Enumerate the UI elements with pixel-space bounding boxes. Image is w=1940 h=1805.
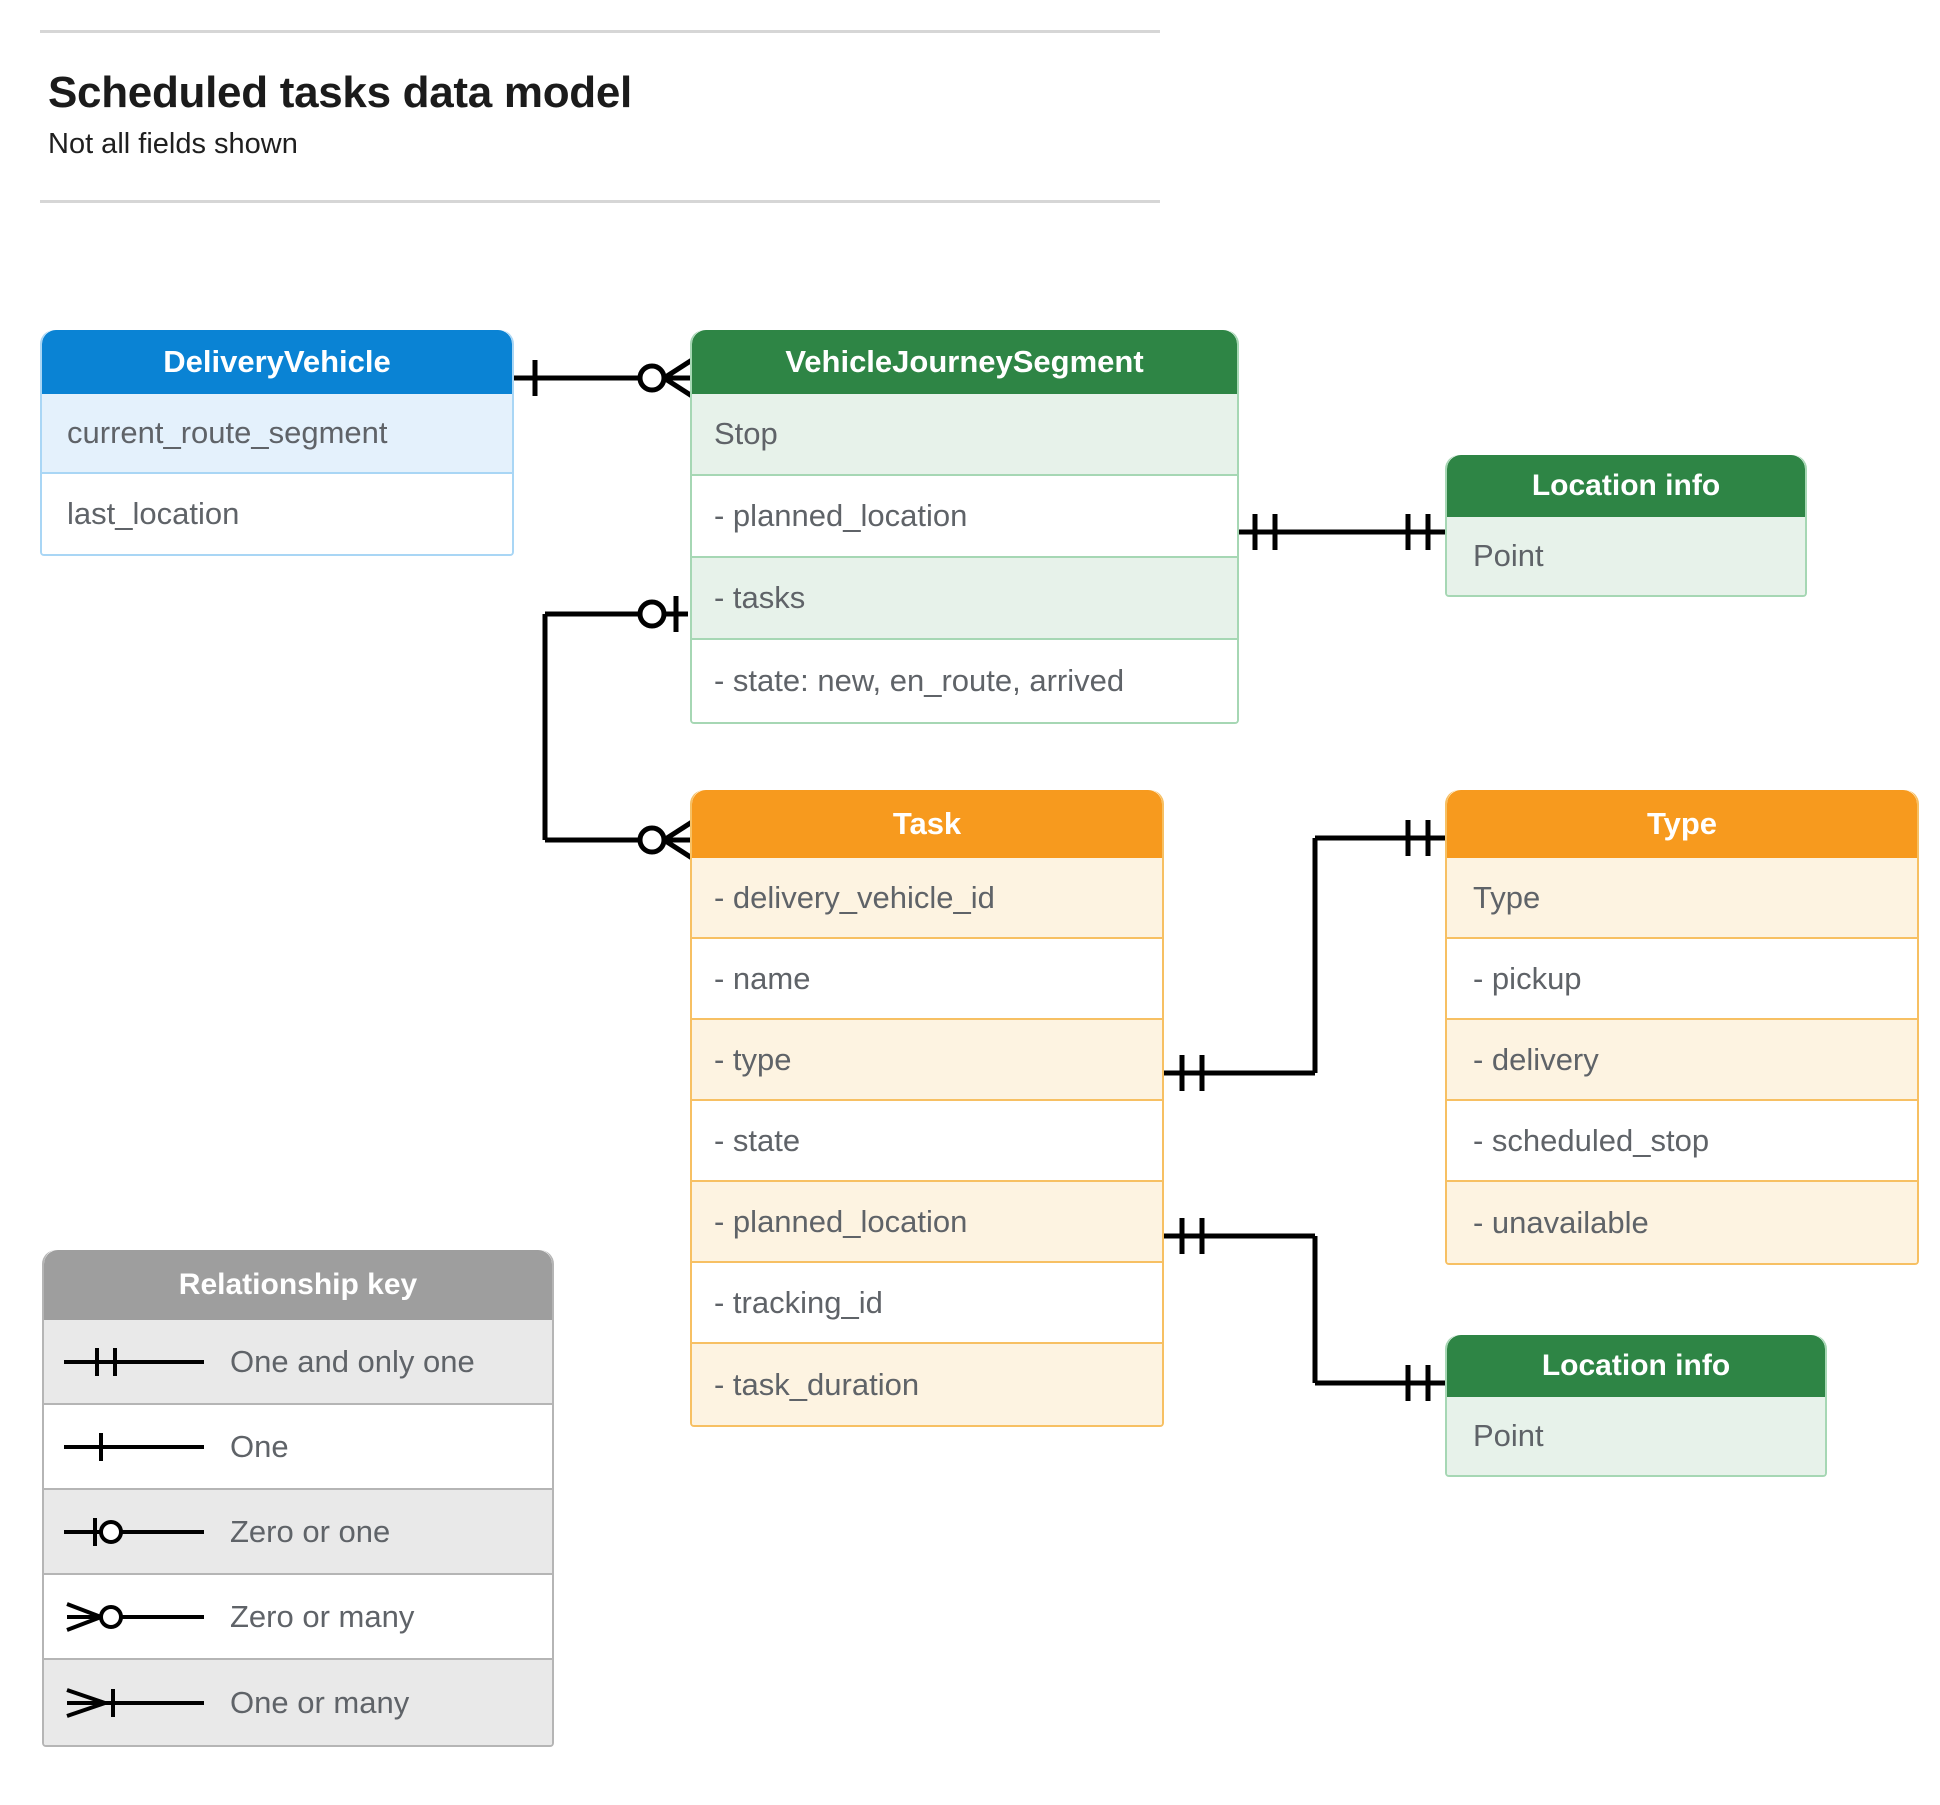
field-row: Type — [1447, 858, 1917, 939]
page-subtitle: Not all fields shown — [48, 128, 298, 160]
legend-item-zero-or-one: Zero or one — [44, 1490, 552, 1575]
entity-vehicle-journey-segment[interactable]: VehicleJourneySegment Stop - planned_loc… — [690, 330, 1239, 724]
field-row: Point — [1447, 517, 1805, 595]
entity-title-location-info-bottom: Location info — [1447, 1335, 1825, 1397]
entity-task[interactable]: Task - delivery_vehicle_id - name - type… — [690, 790, 1164, 1427]
legend-item-label: Zero or many — [230, 1598, 415, 1634]
field-row: - planned_location — [692, 476, 1237, 558]
legend-item-one-and-only-one: One and only one — [44, 1320, 552, 1405]
entity-title-vehicle-journey-segment: VehicleJourneySegment — [692, 330, 1237, 394]
entity-location-info-bottom[interactable]: Location info Point — [1445, 1335, 1827, 1477]
legend-item-label: One — [230, 1428, 289, 1464]
field-row: - task_duration — [692, 1344, 1162, 1425]
one-or-many-icon — [44, 1683, 224, 1723]
entity-title-delivery-vehicle: DeliveryVehicle — [42, 330, 512, 394]
page-title: Scheduled tasks data model — [48, 68, 632, 117]
field-row: last_location — [42, 474, 512, 554]
entity-location-info-top[interactable]: Location info Point — [1445, 455, 1807, 597]
field-row: Stop — [692, 394, 1237, 476]
field-row: - planned_location — [692, 1182, 1162, 1263]
field-row: - state — [692, 1101, 1162, 1182]
zero-or-one-icon — [44, 1512, 224, 1552]
entity-delivery-vehicle[interactable]: DeliveryVehicle current_route_segment la… — [40, 330, 514, 556]
field-row: - delivery — [1447, 1020, 1917, 1101]
zero-or-many-icon — [44, 1597, 224, 1637]
field-row: - type — [692, 1020, 1162, 1101]
field-row: - tasks — [692, 558, 1237, 640]
field-row: - unavailable — [1447, 1182, 1917, 1263]
legend-title: Relationship key — [44, 1250, 552, 1320]
one-and-only-one-icon — [44, 1342, 224, 1382]
field-row: - pickup — [1447, 939, 1917, 1020]
legend-item-zero-or-many: Zero or many — [44, 1575, 552, 1660]
field-row: - state: new, en_route, arrived — [692, 640, 1237, 722]
entity-title-type: Type — [1447, 790, 1917, 858]
field-row: - tracking_id — [692, 1263, 1162, 1344]
entity-title-task: Task — [692, 790, 1162, 858]
field-row: Point — [1447, 1397, 1825, 1475]
relationship-key-legend[interactable]: Relationship key One and only one One — [42, 1250, 554, 1747]
field-row: - delivery_vehicle_id — [692, 858, 1162, 939]
entity-title-location-info-top: Location info — [1447, 455, 1805, 517]
legend-item-label: One and only one — [230, 1343, 475, 1379]
field-row: - name — [692, 939, 1162, 1020]
entity-type[interactable]: Type Type - pickup - delivery - schedule… — [1445, 790, 1919, 1265]
field-row: current_route_segment — [42, 394, 512, 474]
one-icon — [44, 1427, 224, 1467]
legend-item-label: One or many — [230, 1684, 410, 1720]
legend-item-label: Zero or one — [230, 1513, 391, 1549]
legend-item-one-or-many: One or many — [44, 1660, 552, 1745]
legend-item-one: One — [44, 1405, 552, 1490]
header-rule-top — [40, 30, 1160, 33]
header-rule-bottom — [40, 200, 1160, 203]
field-row: - scheduled_stop — [1447, 1101, 1917, 1182]
